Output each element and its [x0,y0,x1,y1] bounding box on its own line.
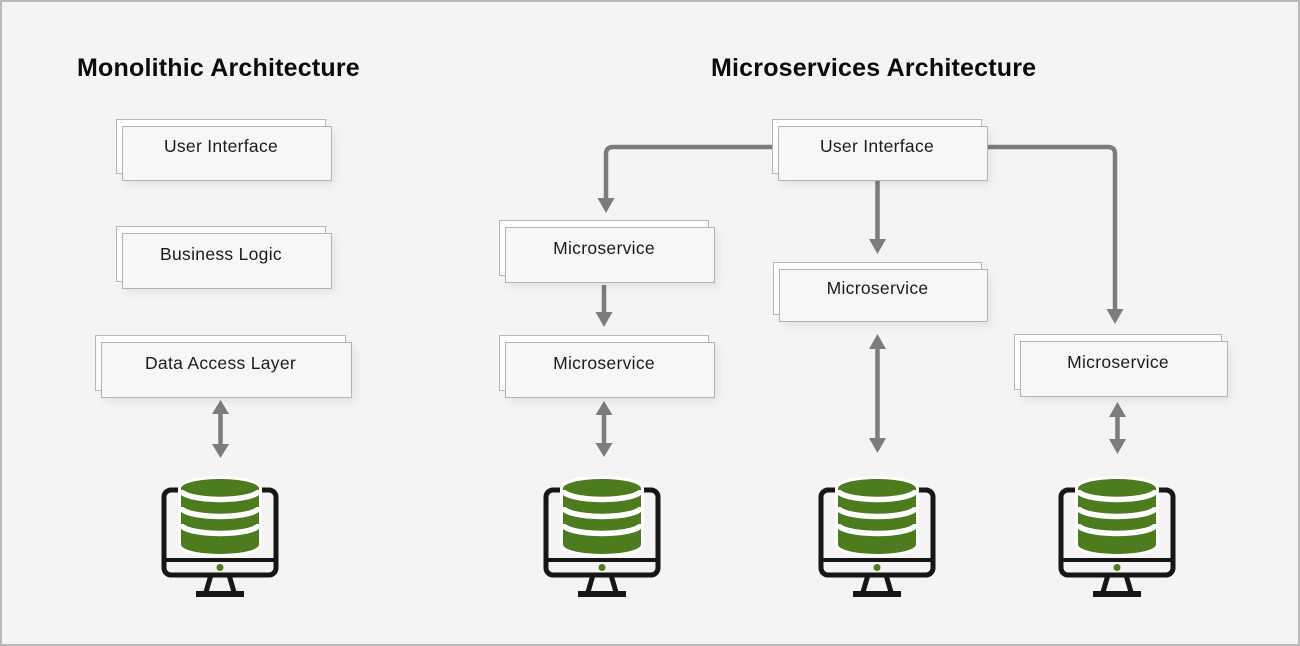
gateway-to-service1-arrow [597,144,772,213]
database-on-monitor-icon [160,476,280,600]
microservices-title: Microservices Architecture [711,54,1037,82]
mono-user-interface-box: User Interface [116,119,332,181]
service2-db-double-arrow [595,401,613,457]
microservice-box-1: Microservice [499,220,715,283]
microservice-box-2: Microservice [499,335,715,398]
ms-user-interface-label: User Interface [819,136,935,156]
mono-db-double-arrow [212,400,229,458]
right-service-db-double-arrow [1109,402,1126,454]
mono-business-logic-box: Business Logic [116,226,332,289]
mono-data-access-layer-label: Data Access Layer [144,352,296,373]
service1-to-service2-arrow [595,285,613,327]
database-on-monitor-icon [542,476,662,600]
mono-data-access-layer-box: Data Access Layer [95,335,352,398]
gateway-to-middle-service-arrow [869,176,886,254]
microservice-box-4: Microservice [1014,334,1228,397]
ms-user-interface-box: User Interface [772,119,988,181]
gateway-to-right-service-arrow [987,144,1124,324]
microservice-label-2: Microservice [553,352,655,373]
database-on-monitor-icon [817,476,937,600]
middle-service-db-double-arrow [869,334,886,453]
monolithic-title: Monolithic Architecture [77,54,360,82]
mono-business-logic-label: Business Logic [160,243,282,264]
microservice-box-3: Microservice [773,262,988,322]
microservice-label-3: Microservice [826,278,929,298]
microservice-label-4: Microservice [1067,351,1169,372]
microservice-label-1: Microservice [553,237,655,258]
database-on-monitor-icon [1057,476,1177,600]
mono-user-interface-label: User Interface [163,136,279,156]
